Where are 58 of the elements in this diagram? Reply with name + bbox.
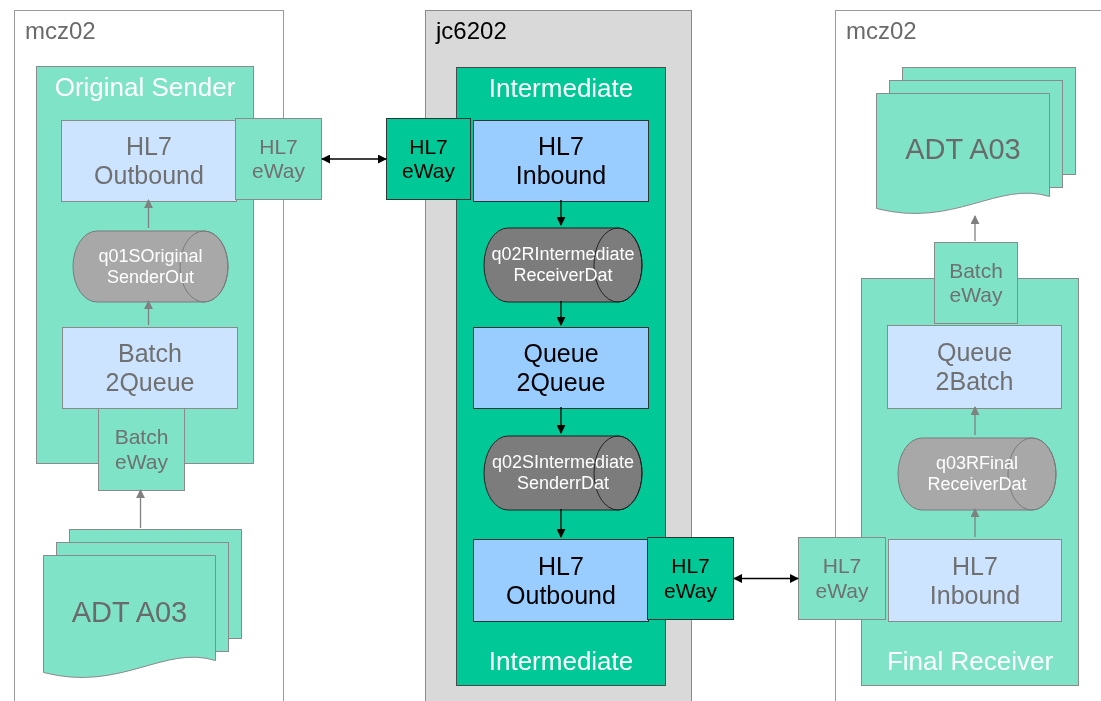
service-label: HL7 Inbound bbox=[514, 132, 608, 190]
eway-label: HL7 eWay bbox=[401, 134, 456, 184]
arrow bbox=[556, 199, 566, 226]
host-name: mcz02 bbox=[846, 17, 917, 45]
eway-label: Batch eWay bbox=[948, 258, 1004, 308]
queue-label: q03RFinal ReceiverDat bbox=[926, 453, 1028, 495]
role-title: Intermediate bbox=[488, 74, 634, 104]
service-box bbox=[473, 539, 649, 622]
arrow bbox=[144, 300, 153, 326]
service-label: Queue 2Queue bbox=[515, 339, 607, 397]
arrow bbox=[733, 574, 799, 583]
arrow bbox=[556, 300, 566, 326]
document-label: ADT A03 bbox=[905, 133, 1021, 167]
service-label: HL7 Inbound bbox=[928, 551, 1022, 610]
service-box bbox=[887, 325, 1062, 409]
host-name: mcz02 bbox=[25, 17, 96, 45]
service-label: Batch 2Queue bbox=[104, 339, 196, 397]
queue-cylinder bbox=[897, 437, 1057, 511]
eway-box bbox=[98, 408, 185, 491]
arrow bbox=[321, 154, 387, 164]
eway-label: Batch eWay bbox=[113, 425, 170, 474]
eway-label: HL7 eWay bbox=[663, 554, 718, 603]
role-container bbox=[456, 67, 666, 686]
eway-label: HL7 eWay bbox=[814, 554, 870, 603]
eway-box bbox=[934, 242, 1018, 324]
queue-cylinder bbox=[483, 227, 643, 303]
service-label: HL7 Outbound bbox=[505, 551, 617, 610]
document-label: ADT A03 bbox=[71, 596, 188, 630]
service-box bbox=[473, 120, 649, 202]
document-stack bbox=[876, 67, 1076, 217]
service-label: HL7 Outbound bbox=[93, 132, 205, 190]
role-title: Intermediate bbox=[488, 647, 634, 677]
arrow bbox=[556, 508, 566, 538]
service-box bbox=[62, 327, 238, 409]
eway-box bbox=[798, 537, 886, 620]
eway-box bbox=[647, 537, 734, 620]
document-stack bbox=[43, 529, 242, 681]
queue-label: q02RIntermediate ReceiverDat bbox=[490, 244, 636, 286]
arrow bbox=[556, 406, 566, 434]
arrow bbox=[970, 406, 980, 436]
arrow bbox=[144, 199, 153, 229]
queue-label: q01SOriginal SenderOut bbox=[97, 245, 204, 288]
role-title: Original Sender bbox=[54, 73, 236, 103]
service-box bbox=[888, 539, 1062, 622]
queue-label: q02SIntermediate SenderrDat bbox=[490, 452, 636, 494]
arrow bbox=[136, 489, 145, 529]
service-box bbox=[61, 120, 237, 202]
queue-cylinder bbox=[483, 435, 643, 511]
service-label: Queue 2Batch bbox=[934, 338, 1015, 396]
host-name: jc6202 bbox=[436, 17, 507, 45]
arrow bbox=[970, 215, 980, 242]
role-title: Final Receiver bbox=[886, 647, 1054, 677]
eway-box bbox=[386, 118, 471, 200]
service-box bbox=[473, 327, 649, 409]
eway-box bbox=[235, 118, 322, 200]
queue-cylinder bbox=[72, 230, 229, 303]
arrow bbox=[970, 508, 980, 538]
eway-label: HL7 eWay bbox=[251, 134, 306, 184]
